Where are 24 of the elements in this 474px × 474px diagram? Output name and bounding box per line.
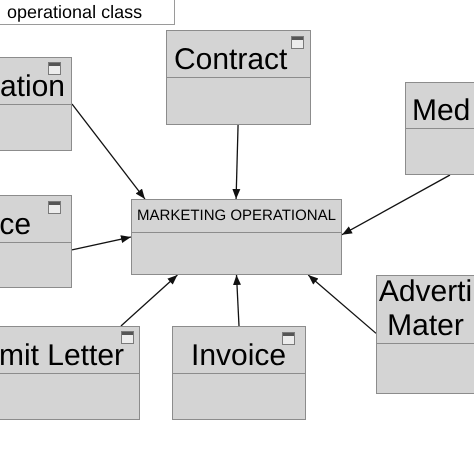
arrow <box>72 235 132 250</box>
class-box <box>376 275 474 394</box>
class-box <box>0 195 72 288</box>
class-name: Med <box>412 98 470 124</box>
class-name: ation <box>0 74 65 100</box>
arrow <box>308 274 376 334</box>
class-box <box>131 199 342 275</box>
class-name: Contract <box>174 47 288 73</box>
arrow <box>232 124 240 200</box>
class-box <box>0 57 72 151</box>
class-box <box>172 326 306 420</box>
class-name: ce <box>0 212 31 238</box>
class-name: mit Letter <box>0 343 124 369</box>
class-name: Invoice <box>191 343 286 369</box>
arrow <box>120 274 178 326</box>
class-name: MARKETING OPERATIONAL <box>137 207 336 225</box>
class-name: Adverti Mater <box>378 275 474 343</box>
diagram-title: operational class <box>0 0 175 25</box>
class-box <box>405 82 474 175</box>
arrow <box>233 274 241 326</box>
class-box <box>166 30 311 125</box>
arrow <box>342 174 450 236</box>
class-box <box>0 326 140 420</box>
arrow <box>71 104 146 200</box>
